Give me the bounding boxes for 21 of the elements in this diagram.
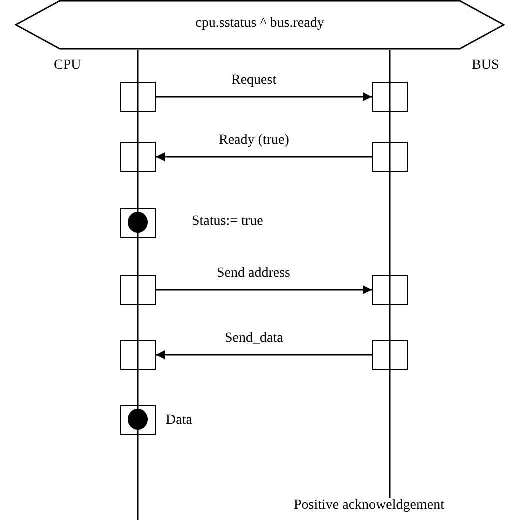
event-dot xyxy=(128,409,148,430)
condition-text: cpu.sstatus ^ bus.ready xyxy=(194,16,326,32)
arrow xyxy=(156,152,372,162)
activation-box xyxy=(120,405,156,435)
activation-box xyxy=(372,275,408,305)
activation-box xyxy=(372,142,408,172)
edge-label: Request xyxy=(230,73,279,89)
edge-label: Ready (true) xyxy=(217,133,292,149)
event-dot xyxy=(128,212,148,233)
arrow xyxy=(156,286,372,294)
activation-box xyxy=(120,275,156,305)
activation-box xyxy=(372,340,408,370)
activation-box xyxy=(120,82,156,112)
activation-box xyxy=(372,82,408,112)
arrow xyxy=(156,92,372,102)
activation-box xyxy=(120,142,156,172)
activation-box xyxy=(120,340,156,370)
arrow xyxy=(156,350,372,360)
activation-box xyxy=(120,208,156,238)
caption: Positive acknoweldgement xyxy=(292,498,446,514)
edge-label: Send_data xyxy=(223,331,286,347)
